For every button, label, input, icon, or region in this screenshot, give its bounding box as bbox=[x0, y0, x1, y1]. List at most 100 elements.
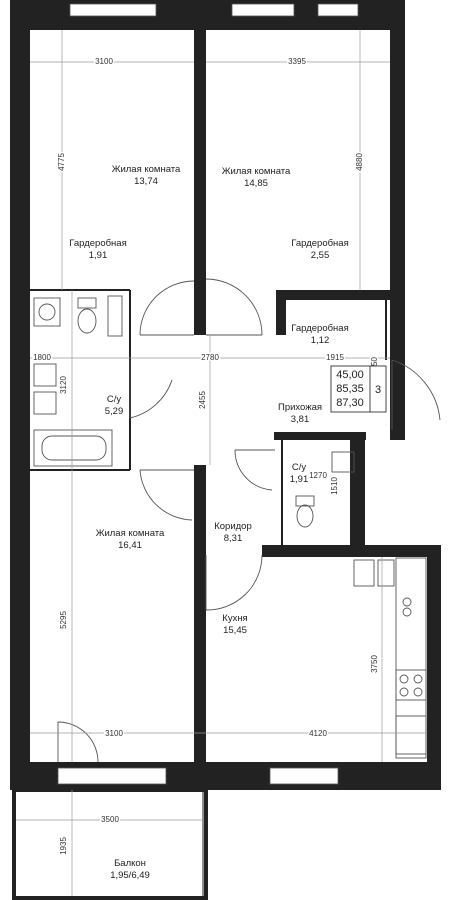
wall-wardrobe3-top bbox=[276, 290, 390, 300]
room-wardrobe-2-name: Гардеробная bbox=[291, 238, 348, 249]
room-living-1-area: 13,74 bbox=[134, 176, 158, 187]
window-kitchen bbox=[269, 767, 339, 785]
toilet-2-icon bbox=[296, 504, 314, 528]
info-living-area: 45,00 bbox=[336, 369, 364, 381]
dim-living-1-width: 3100 bbox=[95, 57, 113, 66]
sink-1-icon bbox=[33, 363, 57, 387]
room-hallway-area: 3,81 bbox=[291, 414, 310, 425]
kitchen-tap-icon bbox=[402, 597, 412, 607]
wall-wc-bottom bbox=[280, 545, 360, 557]
stove-burner-3-icon bbox=[399, 687, 409, 697]
dish-rack-icon bbox=[377, 559, 395, 587]
washing-machine-icon bbox=[33, 297, 61, 327]
shower-tray-icon bbox=[107, 295, 123, 337]
window-living-2a bbox=[231, 3, 295, 17]
room-kitchen-name: Кухня bbox=[222, 613, 247, 624]
dimension-lines bbox=[16, 30, 427, 896]
room-labels: Жилая комната 13,74 Жилая комната 14,85 … bbox=[69, 164, 348, 881]
room-wardrobe-1-area: 1,91 bbox=[89, 250, 108, 261]
hob-icon bbox=[395, 715, 427, 755]
wall-right-upper bbox=[390, 0, 405, 440]
sink-wc-icon bbox=[331, 451, 355, 473]
info-total-area: 85,35 bbox=[336, 383, 364, 395]
bathtub-inner-icon bbox=[41, 435, 107, 461]
dim-wc-depth: 1510 bbox=[330, 477, 339, 495]
room-wardrobe-2-area: 2,55 bbox=[311, 250, 330, 261]
wall-hall-lower bbox=[274, 432, 366, 440]
room-wardrobe-3-area: 1,12 bbox=[311, 335, 330, 346]
dim-hall-width-a: 2780 bbox=[201, 353, 219, 362]
door-entrance bbox=[391, 359, 441, 430]
balcony-outline bbox=[12, 788, 208, 900]
stove-burner-2-icon bbox=[413, 674, 423, 684]
toilet-2-tank-icon bbox=[295, 495, 315, 507]
dim-living-3-width: 3100 bbox=[105, 729, 123, 738]
wall-wc-right bbox=[350, 432, 365, 552]
stove-burner-4-icon bbox=[413, 687, 423, 697]
dim-kitchen-width: 4120 bbox=[309, 729, 327, 738]
dim-hall-width-b: 1915 bbox=[326, 353, 344, 362]
stove-burner-1-icon bbox=[399, 674, 409, 684]
room-kitchen-area: 15,45 bbox=[223, 625, 247, 636]
door-balcony bbox=[57, 721, 99, 763]
info-total-with-balcony: 87,30 bbox=[336, 397, 364, 409]
door-living-1 bbox=[139, 280, 195, 336]
window-living-2b bbox=[317, 3, 359, 17]
kitchen-sink-icon bbox=[353, 559, 375, 587]
room-balcony-name: Балкон bbox=[114, 858, 146, 869]
window-living-3 bbox=[57, 767, 167, 785]
room-bathroom-2-name: С/у bbox=[292, 462, 307, 473]
door-living-2 bbox=[205, 278, 263, 336]
dimension-labels: 3100 3395 4775 4880 1800 2780 1915 1050 … bbox=[32, 56, 381, 857]
dim-balcony-width: 3500 bbox=[101, 815, 119, 824]
room-bathroom-2-area: 1,91 bbox=[290, 474, 309, 485]
toilet-tank-icon bbox=[77, 297, 97, 309]
info-rooms-count: 3 bbox=[375, 384, 381, 396]
dim-living-2-depth: 4880 bbox=[355, 153, 364, 171]
sink-2-icon bbox=[33, 391, 57, 415]
room-corridor-area: 8,31 bbox=[224, 533, 243, 544]
room-living-2-name: Жилая комната bbox=[222, 166, 291, 177]
room-living-3-area: 16,41 bbox=[118, 540, 142, 551]
room-bathroom-1-area: 5,29 bbox=[105, 406, 124, 417]
room-living-2-area: 14,85 bbox=[244, 178, 268, 189]
window-living-1 bbox=[69, 3, 157, 17]
kitchen-tap-handle-icon bbox=[402, 607, 412, 617]
bathtub-icon bbox=[33, 429, 113, 467]
info-box-frame bbox=[330, 365, 387, 413]
wall-wardrobe3-left bbox=[276, 290, 286, 335]
toilet-1-icon bbox=[77, 308, 97, 334]
dim-living-3-depth: 5295 bbox=[59, 611, 68, 629]
area-info-box: 45,00 85,35 87,30 3 bbox=[330, 365, 387, 413]
room-corridor-name: Коридор bbox=[214, 521, 252, 532]
dim-bath-width: 1800 bbox=[33, 353, 51, 362]
wall-partition-top bbox=[194, 30, 206, 335]
dim-balcony-depth: 1935 bbox=[59, 837, 68, 855]
dim-bath-depth: 3120 bbox=[59, 376, 68, 394]
wall-right-lower bbox=[427, 545, 441, 790]
dim-kitchen-depth: 3750 bbox=[370, 655, 379, 673]
room-living-3-name: Жилая комната bbox=[96, 528, 165, 539]
dim-living-1-depth: 4775 bbox=[57, 153, 66, 171]
stove-icon bbox=[395, 669, 427, 701]
dim-hall-depth: 2455 bbox=[198, 391, 207, 409]
walls bbox=[10, 0, 441, 790]
fixtures bbox=[33, 295, 427, 759]
door-kitchen bbox=[205, 554, 263, 611]
windows bbox=[57, 3, 359, 785]
room-bathroom-1-name: С/у bbox=[107, 394, 122, 405]
doors bbox=[57, 278, 441, 763]
door-living-3 bbox=[139, 469, 194, 521]
door-bathroom-1 bbox=[129, 360, 173, 419]
washing-machine-drum-icon bbox=[38, 303, 56, 321]
wall-partition-lower bbox=[194, 465, 206, 765]
room-living-1-name: Жилая комната bbox=[112, 164, 181, 175]
room-balcony-area: 1,95/6,49 bbox=[110, 870, 150, 881]
wall-left bbox=[10, 0, 30, 790]
balcony-frame bbox=[12, 788, 208, 900]
dim-living-2-width: 3395 bbox=[288, 57, 306, 66]
room-wardrobe-3-name: Гардеробная bbox=[291, 323, 348, 334]
room-wardrobe-1-name: Гардеробная bbox=[69, 238, 126, 249]
dim-wc-width: 1270 bbox=[309, 471, 327, 480]
